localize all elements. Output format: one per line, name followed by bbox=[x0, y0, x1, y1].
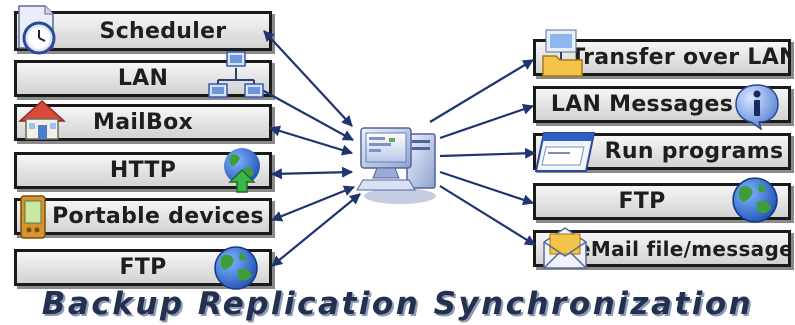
target-label-run-programs: Run programs bbox=[604, 139, 784, 164]
scheduler-clock-icon bbox=[18, 5, 56, 55]
arrow-lan-to-hub bbox=[261, 89, 354, 141]
info-icon bbox=[735, 84, 779, 130]
source-box-lan: LAN bbox=[14, 60, 272, 97]
source-label-http: HTTP bbox=[109, 158, 177, 183]
source-box-portable-devices: Portable devices bbox=[14, 198, 272, 235]
pda-device-icon bbox=[20, 195, 46, 239]
envelope-icon bbox=[543, 227, 587, 269]
arrow-mailbox-to-hub bbox=[268, 125, 354, 156]
computer-icon bbox=[356, 127, 436, 204]
source-label-ftp: FTP bbox=[119, 255, 167, 280]
arrow-http-to-hub bbox=[270, 166, 354, 180]
source-label-scheduler: Scheduler bbox=[99, 18, 227, 44]
globe-icon bbox=[732, 177, 778, 223]
source-label-mailbox: MailBox bbox=[93, 110, 193, 135]
arrow-hub-to-ftp bbox=[439, 170, 535, 206]
arrow-ftp-to-hub bbox=[271, 193, 361, 267]
source-label-lan: LAN bbox=[117, 66, 169, 91]
arrow-hub-to-transfer-lan bbox=[429, 59, 534, 123]
globe-icon bbox=[214, 246, 258, 290]
network-folder-icon bbox=[542, 29, 583, 77]
arrow-portable-to-hub bbox=[270, 185, 356, 222]
program-window-icon bbox=[534, 132, 596, 172]
arrow-hub-to-lan-messages bbox=[439, 104, 535, 140]
source-label-portable-devices: Portable devices bbox=[52, 204, 264, 229]
arrow-scheduler-to-hub bbox=[263, 30, 353, 127]
network-computers-icon bbox=[208, 51, 264, 98]
target-label-lan-messages: LAN Messages bbox=[550, 92, 734, 117]
arrow-hub-to-run-programs bbox=[439, 147, 537, 159]
target-label-transfer-over-lan: Transfer over LAN bbox=[570, 45, 791, 70]
arrow-hub-to-email bbox=[439, 185, 536, 246]
source-box-scheduler: Scheduler bbox=[14, 11, 272, 51]
globe-upload-icon bbox=[224, 148, 260, 193]
mailbox-house-icon bbox=[18, 99, 66, 140]
banner-title: Backup Replication Synchronization bbox=[41, 286, 754, 322]
target-label-email: eMail file/message bbox=[577, 236, 791, 261]
target-label-ftp: FTP bbox=[618, 189, 666, 214]
